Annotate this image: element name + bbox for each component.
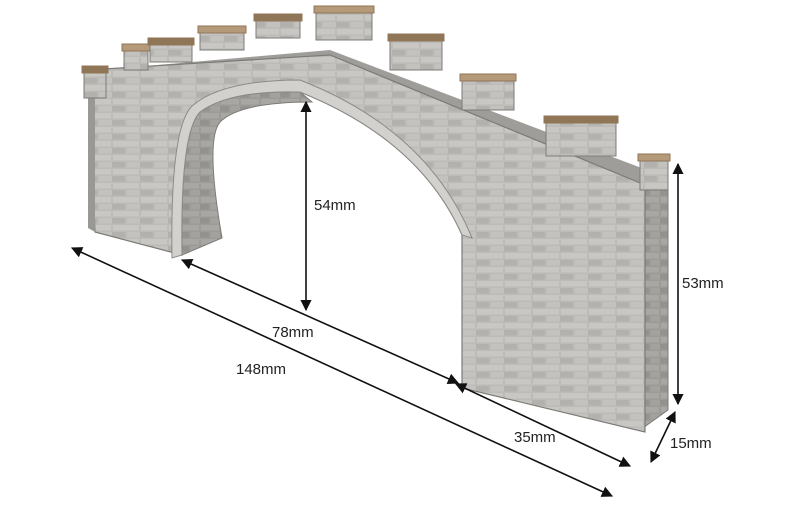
- merlon-capstone: [637, 153, 671, 162]
- label-wall-height: 53mm: [682, 275, 724, 292]
- merlon-capstone: [253, 13, 303, 22]
- merlon-capstone: [543, 115, 619, 124]
- label-wall-depth: 15mm: [670, 435, 712, 452]
- merlon-capstone: [121, 43, 151, 52]
- label-arch-width: 78mm: [272, 324, 314, 341]
- arrow-wall-depth: [650, 410, 676, 464]
- merlon-capstone: [459, 73, 517, 82]
- merlon: [545, 121, 617, 157]
- merlon: [639, 159, 669, 191]
- merlon-capstone: [81, 65, 109, 74]
- label-overall-length: 148mm: [236, 361, 287, 378]
- merlon: [315, 11, 373, 41]
- label-arch-height: 54mm: [314, 197, 356, 214]
- arrow-arch-width: [180, 258, 460, 385]
- merlon-capstone: [313, 5, 375, 14]
- left-pier-side: [88, 70, 95, 232]
- merlon-capstone: [197, 25, 247, 34]
- merlon: [123, 49, 149, 71]
- merlon-capstone: [147, 37, 195, 46]
- arch-ring: [171, 79, 473, 259]
- merlon: [389, 39, 443, 71]
- battlement-merlons: [81, 5, 671, 191]
- label-end-wall-length: 35mm: [514, 429, 556, 446]
- arch-soffit: [181, 91, 314, 256]
- merlon: [461, 79, 515, 111]
- arrow-end-wall-length: [454, 383, 632, 467]
- merlon: [149, 43, 193, 63]
- merlon: [83, 71, 107, 99]
- merlon: [255, 19, 301, 39]
- merlon: [199, 31, 245, 51]
- merlon-capstone: [387, 33, 445, 42]
